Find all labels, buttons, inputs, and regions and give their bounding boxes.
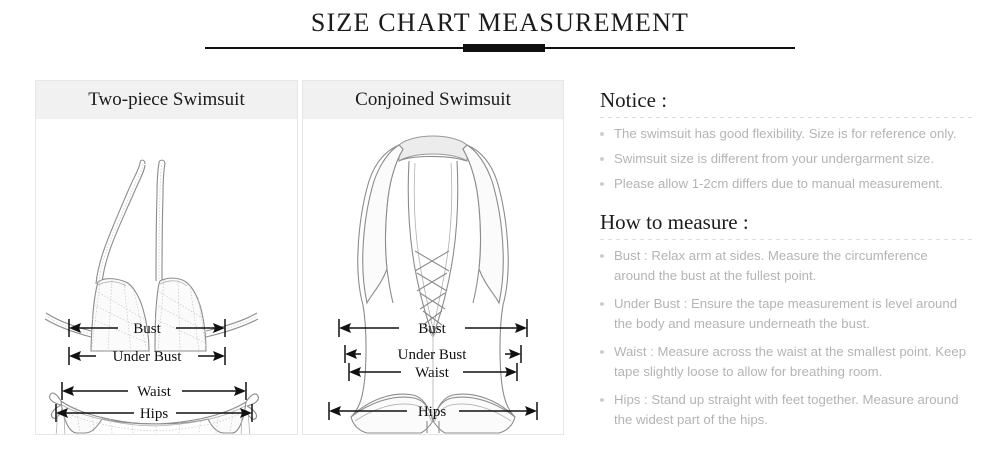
title-divider: [205, 44, 795, 52]
bullet-dot-icon: [600, 398, 604, 403]
panel-conjoined-title: Conjoined Swimsuit: [303, 81, 563, 119]
dimension-label-bust: Bust: [418, 321, 446, 337]
panel-two-piece-title: Two-piece Swimsuit: [36, 81, 297, 119]
bikini-left-cup: [90, 278, 150, 352]
notice-heading: Notice :: [600, 88, 668, 112]
measure-item-text: Bust : Relax arm at sides. Measure the c…: [614, 248, 928, 284]
dimension-label-under-bust: Under Bust: [398, 347, 468, 363]
notice-item-text: The swimsuit has good flexibility. Size …: [614, 126, 957, 142]
dimension-arrow-bust: Bust: [338, 319, 528, 337]
onepiece-lace-up-ties: [414, 250, 450, 419]
onepiece-plunge-opening: [407, 160, 459, 336]
bullet-dot-icon: [600, 182, 604, 187]
dimension-label-waist: Waist: [415, 365, 450, 381]
bullet-dot-icon: [600, 302, 604, 307]
measure-item-text: Waist : Measure across the waist at the …: [614, 344, 967, 380]
panel-conjoined-swimsuit: Conjoined Swimsuit: [302, 80, 564, 435]
bikini-top-side-ties: [44, 312, 259, 338]
notice-divider: [600, 117, 972, 119]
bullet-dot-icon: [600, 132, 604, 137]
how-to-measure-heading: How to measure :: [600, 210, 749, 235]
bikini-top-straps: [95, 159, 166, 285]
notice-item-text: Please allow 1-2cm differs due to manual…: [614, 176, 943, 192]
dimension-arrow-bust: Bust: [68, 319, 226, 337]
onepiece-body-outline: [350, 144, 516, 418]
info-column: Notice : The swimsuit has good flexibili…: [600, 88, 972, 438]
list-item: Please allow 1-2cm differs due to manual…: [600, 174, 972, 194]
dimension-label-waist: Waist: [137, 384, 172, 400]
dimension-arrow-hips: Hips: [55, 404, 253, 422]
onepiece-leg-openings: [350, 393, 516, 434]
conjoined-swimsuit-illustration: Bust Under Bust Waist: [328, 135, 538, 434]
list-item: Swimsuit size is different from your und…: [600, 149, 972, 169]
how-to-measure-list: Bust : Relax arm at sides. Measure the c…: [600, 246, 972, 430]
notice-block: Notice : The swimsuit has good flexibili…: [600, 88, 972, 194]
title-divider-center-bar: [463, 44, 545, 52]
notice-list: The swimsuit has good flexibility. Size …: [600, 124, 972, 194]
dimension-arrow-hips: Hips: [328, 402, 538, 420]
how-to-measure-divider: [600, 239, 972, 241]
dimension-arrow-waist: Waist: [348, 363, 518, 381]
panel-conjoined-diagram: Bust Under Bust Waist: [303, 119, 563, 434]
measure-item-text: Hips : Stand up straight with feet toget…: [614, 392, 959, 428]
bullet-dot-icon: [600, 254, 604, 259]
dimension-arrow-waist: Waist: [61, 382, 247, 400]
list-item: Waist : Measure across the waist at the …: [600, 342, 972, 382]
dimension-label-hips: Hips: [418, 404, 447, 420]
dimension-label-under-bust: Under Bust: [113, 349, 183, 365]
notice-item-text: Swimsuit size is different from your und…: [614, 151, 935, 167]
list-item: The swimsuit has good flexibility. Size …: [600, 124, 972, 144]
dimension-arrow-under-bust: Under Bust: [344, 345, 522, 363]
two-piece-swimsuit-illustration: Bust Under Bust: [44, 159, 259, 434]
measure-item-text: Under Bust : Ensure the tape measurement…: [614, 296, 958, 332]
panel-two-piece-swimsuit: Two-piece Swimsuit: [35, 80, 298, 435]
list-item: Under Bust : Ensure the tape measurement…: [600, 294, 972, 334]
onepiece-neck-collar: [398, 135, 468, 162]
bullet-dot-icon: [600, 157, 604, 162]
how-to-measure-block: How to measure : Bust : Relax arm at sid…: [600, 210, 972, 430]
list-item: Bust : Relax arm at sides. Measure the c…: [600, 246, 972, 286]
bullet-dot-icon: [600, 350, 604, 355]
list-item: Hips : Stand up straight with feet toget…: [600, 390, 972, 430]
panel-two-piece-diagram: Bust Under Bust: [36, 119, 297, 434]
bikini-right-cup: [154, 277, 207, 352]
page-title: SIZE CHART MEASUREMENT: [310, 8, 690, 37]
dimension-arrow-under-bust: Under Bust: [68, 347, 226, 365]
dimension-label-bust: Bust: [133, 321, 161, 337]
dimension-label-hips: Hips: [140, 406, 169, 422]
